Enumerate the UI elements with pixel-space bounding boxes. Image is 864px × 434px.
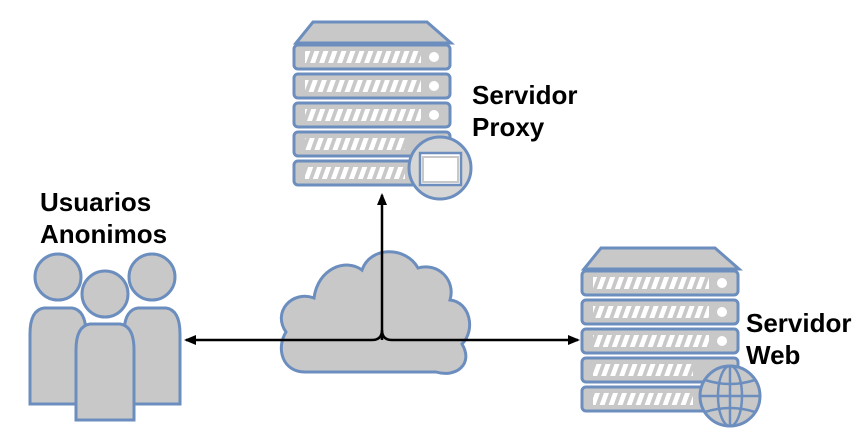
window-icon — [407, 135, 473, 201]
user-right — [122, 252, 182, 406]
connection-arrows — [184, 193, 580, 345]
proxy-label-line-1: Servidor — [472, 80, 578, 110]
user-left — [28, 252, 88, 406]
anonymous-users-label: Usuarios Anonimos — [40, 186, 167, 250]
web-server-icon — [580, 246, 762, 428]
proxy-label-line-2: Proxy — [472, 112, 545, 142]
proxy-server-label: Servidor Proxy — [472, 79, 578, 143]
users-group-icon — [28, 252, 182, 422]
cloud-icon — [279, 250, 472, 375]
web-label-line-1: Servidor — [746, 308, 852, 338]
web-server-label: Servidor Web — [746, 307, 852, 371]
proxy-server-icon — [292, 20, 473, 201]
user-center — [74, 269, 136, 422]
users-label-line-1: Usuarios — [40, 187, 152, 217]
arrow-junction — [371, 329, 393, 342]
users-label-line-2: Anonimos — [40, 219, 168, 249]
globe-icon — [698, 364, 762, 428]
web-label-line-2: Web — [746, 340, 801, 370]
